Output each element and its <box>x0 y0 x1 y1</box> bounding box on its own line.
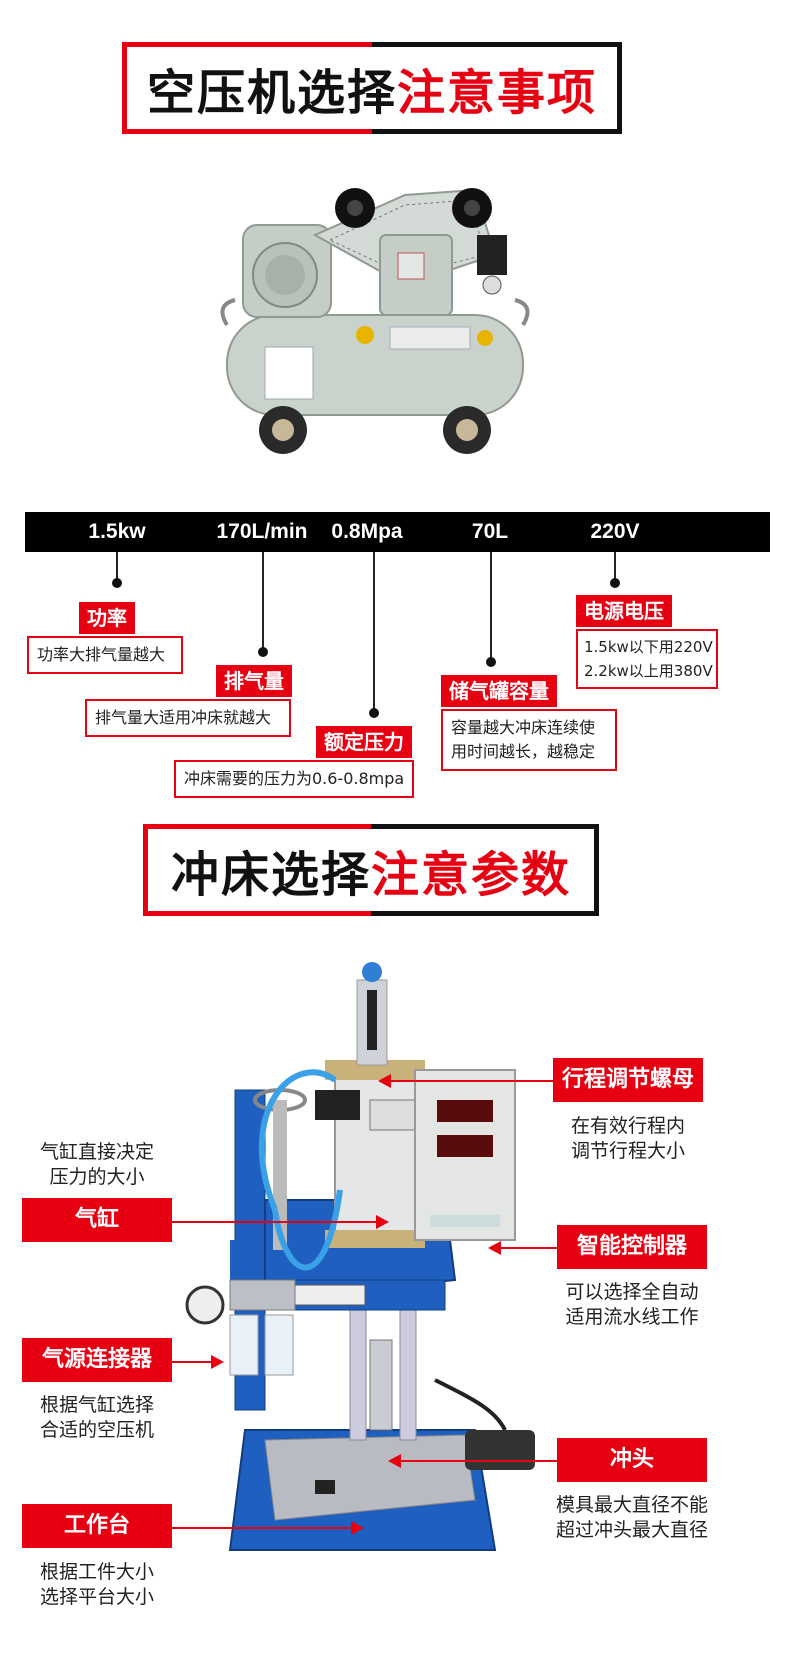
connector-dot-power <box>112 578 122 588</box>
spec-bar: 1.5kw 170L/min 0.8Mpa 70L 220V <box>25 512 770 552</box>
arrow-worktable <box>172 1521 364 1535</box>
spec-power: 1.5kw <box>88 520 146 543</box>
label-punch: 冲头 <box>557 1438 707 1482</box>
desc-line: 可以选择全自动 <box>565 1281 699 1303</box>
spec-pressure: 0.8Mpa <box>331 520 403 543</box>
callout-desc-voltage: 1.5kw以下用220V 2.2kw以上用380V <box>576 629 718 689</box>
connector-dot-voltage <box>610 578 620 588</box>
desc-line: 合适的空压机 <box>39 1419 154 1441</box>
desc-air-connector: 根据气缸选择 合适的空压机 <box>22 1393 172 1443</box>
callout-label-power: 功率 <box>79 602 135 634</box>
callout-label-air-flow: 排气量 <box>216 665 292 697</box>
callout-label-tank: 储气罐容量 <box>441 675 557 707</box>
section1-title-dark: 空压机选择 <box>146 65 397 121</box>
desc-controller: 可以选择全自动 适用流水线工作 <box>552 1280 712 1330</box>
section2-title-red: 注意参数 <box>371 847 572 903</box>
callout-text: 功率大排气量越大 <box>37 645 166 664</box>
desc-line: 选择平台大小 <box>39 1586 154 1608</box>
callout-text: 容量越大冲床连续使 <box>451 718 596 737</box>
desc-punch: 模具最大直径不能 超过冲头最大直径 <box>552 1493 712 1543</box>
section2-title-dark: 冲床选择 <box>170 847 371 903</box>
label-cylinder: 气缸 <box>22 1198 172 1242</box>
callout-desc-power: 功率大排气量越大 <box>27 636 183 674</box>
desc-cylinder: 气缸直接决定 压力的大小 <box>22 1140 172 1190</box>
spec-voltage: 220V <box>590 520 640 543</box>
label-worktable: 工作台 <box>22 1504 172 1548</box>
air-compressor-image <box>220 188 530 454</box>
desc-worktable: 根据工件大小 选择平台大小 <box>22 1560 172 1610</box>
callout-desc-air-flow: 排气量大适用冲床就越大 <box>85 699 291 737</box>
connector-line-tank <box>490 552 492 660</box>
spec-air-flow: 170L/min <box>216 520 308 543</box>
spec-tank-volume: 70L <box>471 520 509 543</box>
callout-text: 用时间越长，越稳定 <box>451 742 596 761</box>
callout-text: 2.2kw以上用380V <box>584 662 713 680</box>
arrow-stroke-nut <box>378 1074 555 1088</box>
connector-line-voltage <box>614 552 616 582</box>
callout-label-pressure: 额定压力 <box>316 726 412 758</box>
connector-line-pressure <box>373 552 375 712</box>
callout-text: 冲床需要的压力为0.6-0.8mpa <box>184 769 405 788</box>
desc-line: 超过冲头最大直径 <box>555 1519 708 1541</box>
section1-title: 空压机选择注意事项 <box>122 42 622 134</box>
label-air-connector: 气源连接器 <box>22 1338 172 1382</box>
desc-line: 根据工件大小 <box>39 1561 154 1583</box>
callout-desc-pressure: 冲床需要的压力为0.6-0.8mpa <box>174 760 414 798</box>
section1-title-red: 注意事项 <box>397 65 598 121</box>
callout-text: 排气量大适用冲床就越大 <box>95 708 272 727</box>
label-controller: 智能控制器 <box>557 1225 707 1269</box>
callout-text: 1.5kw以下用220V <box>584 638 713 656</box>
arrow-punch <box>388 1454 558 1468</box>
label-stroke-nut: 行程调节螺母 <box>553 1058 703 1102</box>
desc-line: 气缸直接决定 <box>39 1141 154 1163</box>
connector-line-power <box>116 552 118 582</box>
section2-title: 冲床选择注意参数 <box>143 824 599 916</box>
desc-line: 模具最大直径不能 <box>555 1494 708 1516</box>
desc-line: 调节行程大小 <box>570 1140 685 1162</box>
arrow-controller <box>488 1241 558 1255</box>
connector-dot-tank <box>486 657 496 667</box>
press-machine-image <box>185 962 535 1551</box>
arrow-air-connector <box>172 1355 224 1369</box>
connector-dot-air-flow <box>258 647 268 657</box>
desc-line: 根据气缸选择 <box>39 1394 154 1416</box>
desc-line: 适用流水线工作 <box>565 1306 699 1328</box>
connector-line-air-flow <box>262 552 264 650</box>
arrow-cylinder <box>172 1215 389 1229</box>
connector-dot-pressure <box>369 708 379 718</box>
callout-label-voltage: 电源电压 <box>576 595 672 627</box>
desc-stroke-nut: 在有效行程内 调节行程大小 <box>553 1114 703 1164</box>
callout-desc-tank: 容量越大冲床连续使 用时间越长，越稳定 <box>441 709 617 771</box>
desc-line: 压力的大小 <box>49 1166 145 1188</box>
desc-line: 在有效行程内 <box>570 1115 685 1137</box>
